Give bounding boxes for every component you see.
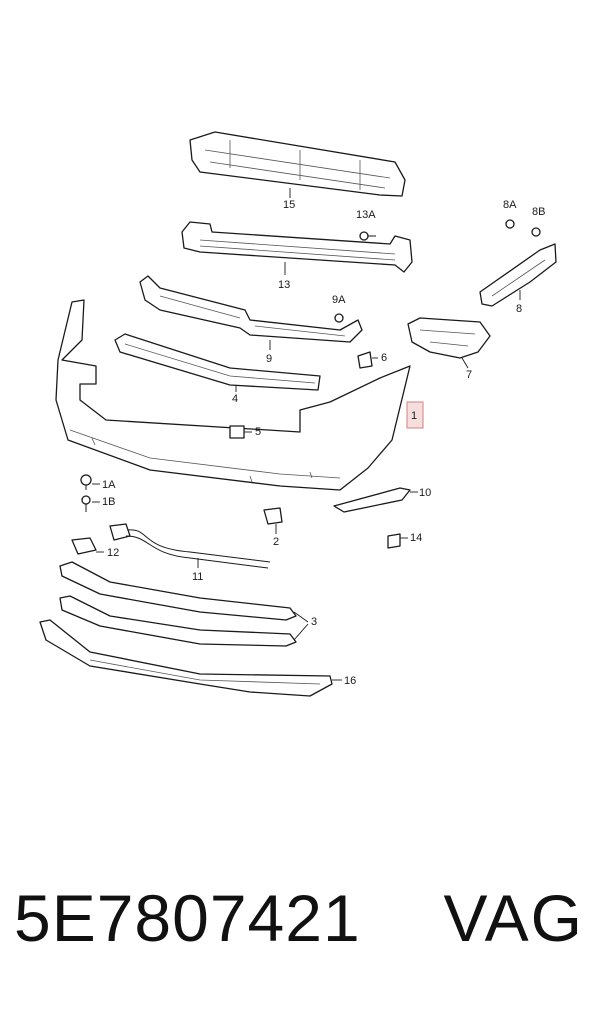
part-13-reinforcement: [181, 221, 413, 273]
part-8A-screw: [505, 219, 515, 229]
part-10-trim: [333, 487, 411, 513]
label-3: 3: [311, 616, 317, 628]
label-15: 15: [283, 199, 295, 211]
label-7: 7: [466, 369, 472, 381]
label-10: 10: [419, 487, 431, 499]
part-16-diffuser: [39, 619, 333, 697]
brand-name: VAG: [443, 881, 584, 955]
part-8-bracket: [479, 243, 557, 307]
part-11-wiring-harness: [109, 523, 271, 569]
label-16: 16: [344, 675, 356, 687]
part-1-highlight: [406, 401, 424, 429]
part-7-corner-bracket: [407, 317, 491, 359]
part-1A-clip: [80, 474, 92, 490]
part-4-guide-lower: [114, 333, 321, 391]
label-4: 4: [232, 393, 238, 405]
label-9A: 9A: [332, 294, 346, 306]
part-1-bumper-cover: [55, 299, 411, 491]
part-12-bracket: [71, 537, 97, 555]
part-2-sensor-bracket: [263, 507, 283, 525]
footer: 5E7807421 VAG: [0, 880, 600, 1000]
part-9-guide-upper: [139, 275, 363, 343]
label-13A: 13A: [356, 209, 376, 221]
label-8B: 8B: [532, 206, 545, 218]
part-3-spoiler: [59, 561, 297, 647]
part-9A-nut: [334, 313, 344, 323]
label-12: 12: [107, 547, 119, 559]
part-5-bracket: [229, 425, 245, 439]
label-1: 1: [411, 410, 417, 422]
part-15-absorber: [189, 131, 406, 197]
label-6: 6: [381, 352, 387, 364]
part-13A-bolt: [359, 231, 376, 241]
label-2: 2: [273, 536, 279, 548]
label-9: 9: [266, 353, 272, 365]
label-1A: 1A: [102, 479, 116, 491]
part-8B-screw: [531, 227, 541, 237]
label-5: 5: [255, 426, 261, 438]
part-number: 5E7807421: [14, 881, 361, 955]
part-14-clip: [387, 533, 401, 549]
label-8A: 8A: [503, 199, 517, 211]
label-14: 14: [410, 532, 422, 544]
part-6-clip: [357, 351, 373, 369]
label-11: 11: [192, 571, 203, 583]
part-1B-screw: [81, 495, 91, 512]
exploded-parts-diagram: 15 13 13A 9 9A 4 6 8 8A 8B: [39, 131, 557, 697]
label-8: 8: [516, 303, 522, 315]
label-13: 13: [278, 279, 290, 291]
label-1B: 1B: [102, 496, 115, 508]
